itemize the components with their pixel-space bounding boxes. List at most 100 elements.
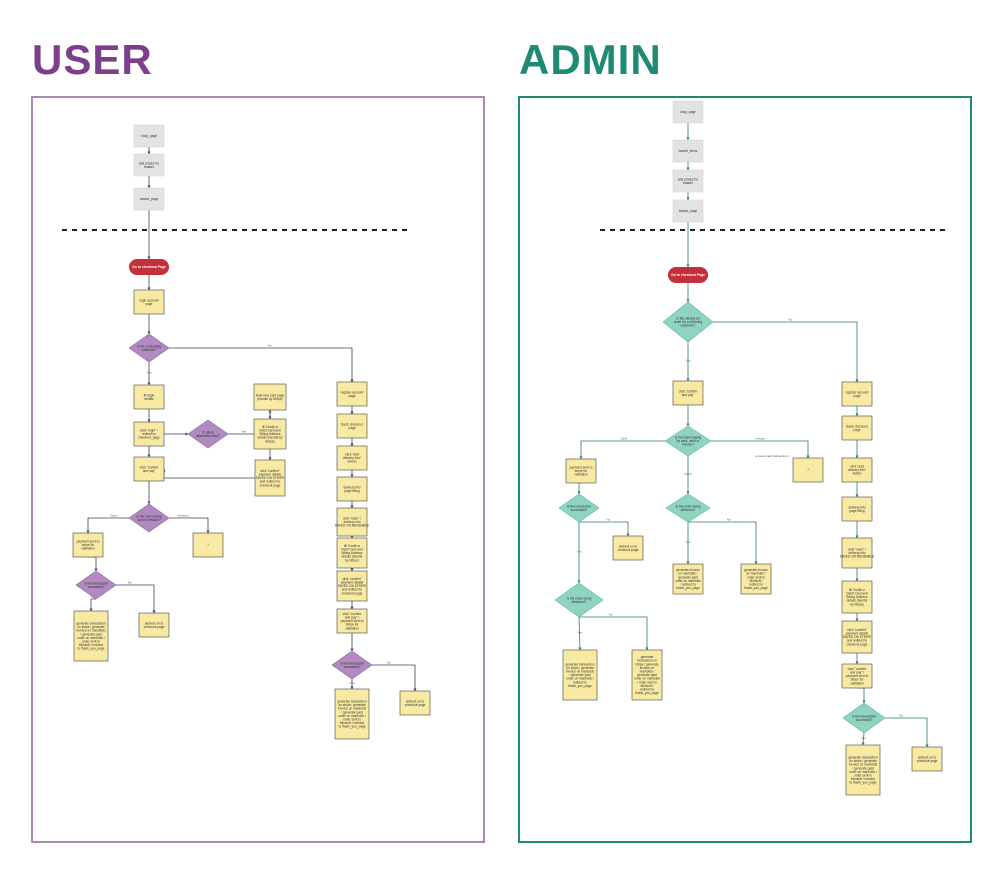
process-box [336,445,368,471]
user-flow-connector-u16-u17 [88,556,98,572]
process-box [72,532,104,558]
decision-diamond [128,503,170,533]
connector-label-card: Card [620,437,627,441]
connector-label-yes: Yes [577,631,582,635]
process-box [133,289,165,315]
user-flow-node-u4: Go to checkout Page [129,259,169,275]
connector-label-yes: Yes [241,430,246,434]
process-box [253,383,287,411]
connector-label-no: No [727,518,731,522]
user-flow-connector-u14-u16 [86,517,129,534]
node-label: Hide new card page(handle by Stripe) [256,393,285,401]
admin-flow-connector-a26-a27 [857,687,866,704]
decision-diamond [665,493,711,523]
process-box [253,418,287,450]
process-box [841,415,873,441]
process-box [138,612,170,638]
pre-step-box [672,169,704,193]
connector-label-cash: Cash [684,472,691,476]
connector-label-yes: Yes [147,371,152,375]
process-box [740,563,772,595]
admin-flow-node-a2: basket_items [672,139,704,163]
connector-label-invoice: Invoice [755,437,765,441]
connector-label-no: No [387,661,391,665]
process-box [254,459,286,497]
process-box [672,380,704,406]
process-box [845,744,881,796]
admin-flow-node-a1: shop_page [672,100,704,124]
process-box [399,690,431,716]
start-terminator [668,267,708,283]
decision-diamond [554,582,604,618]
user-flow-connector-u6-u20 [169,347,354,383]
user-flow-connector-u14-u15 [169,517,210,534]
connector-label-no: No [268,344,272,348]
admin-flow-connector-a11-a12 [579,521,630,537]
pre-step-box [672,139,704,163]
decision-diamond [187,419,229,449]
connector-label-no: No [899,714,903,718]
admin-flow-connector-a8-a9 [579,440,665,460]
node-label: shop_page [680,110,696,114]
process-box [336,507,368,537]
user-flow-connector-u17-u19 [116,584,156,614]
connector-label-yes: Yes [686,359,691,363]
admin-flow-connector-a27-a29 [885,717,929,748]
admin-side-note: (ensure card transaction) [755,454,788,458]
user-flow-connector-u13-u9 [162,468,255,479]
decision-diamond [128,333,170,363]
node-label: basket_page [679,209,697,213]
admin-flow-connector-a13-a18 [688,521,758,565]
connector-label-session: Session [178,514,189,518]
user-flow-node-u15: ? [192,532,224,558]
process-box [73,610,109,662]
connector-label-card: Card [110,514,117,518]
node-label: Go to checkout Page [132,265,166,269]
connector-label-no: No [788,318,792,322]
process-box [336,413,368,439]
process-box [133,384,165,410]
pre-step-box [133,153,165,177]
